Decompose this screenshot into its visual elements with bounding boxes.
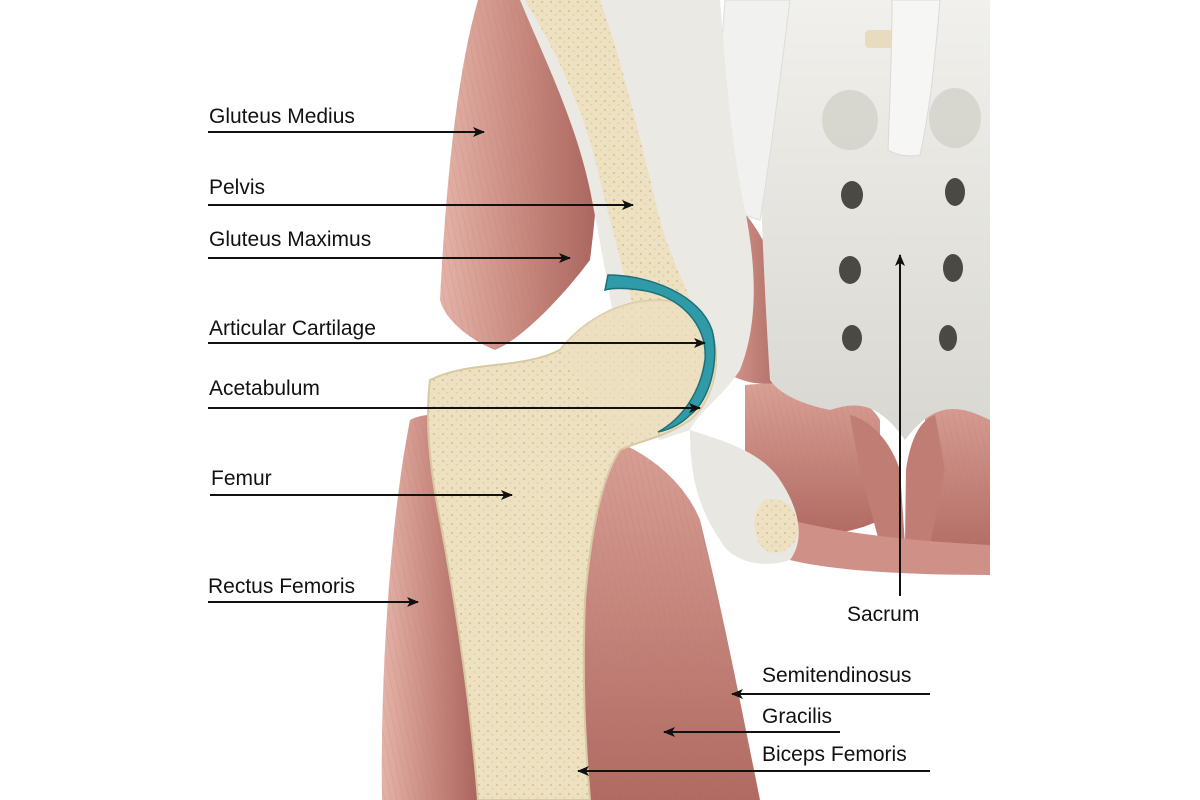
label-semitendinosus: Semitendinosus xyxy=(762,664,912,687)
label-rectus-femoris: Rectus Femoris xyxy=(208,575,356,598)
label-articular-cartilage: Articular Cartilage xyxy=(209,317,376,340)
label-gracilis: Gracilis xyxy=(762,705,833,728)
label-femur: Femur xyxy=(211,467,272,490)
articular-cartilage xyxy=(604,274,716,433)
label-acetabulum: Acetabulum xyxy=(209,377,320,400)
label-gluteus-medius: Gluteus Medius xyxy=(209,105,355,128)
label-pelvis: Pelvis xyxy=(209,176,266,199)
label-biceps-femoris: Biceps Femoris xyxy=(762,743,907,766)
label-sacrum: Sacrum xyxy=(847,603,920,626)
label-gluteus-maximus: Gluteus Maximus xyxy=(209,228,372,251)
femur-bone xyxy=(427,299,717,800)
